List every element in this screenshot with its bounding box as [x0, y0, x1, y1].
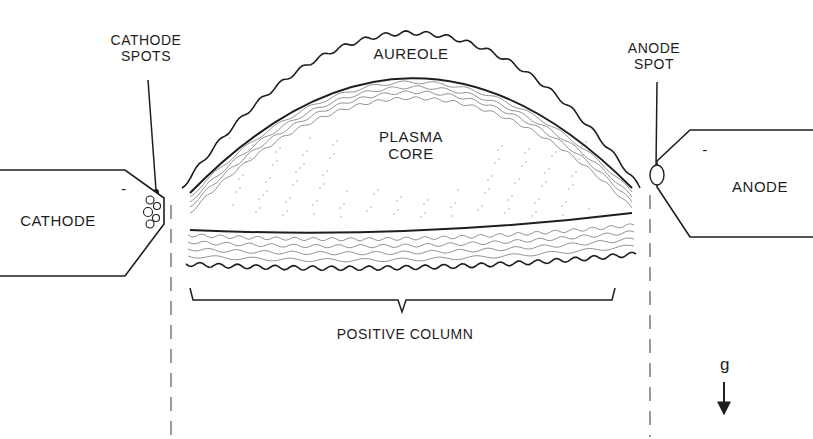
cathode-spot — [154, 203, 161, 210]
cathode-spot — [153, 215, 160, 222]
diagram-node: AUREOLE PLASMA CORE — [180, 28, 642, 278]
diagram-node: PLASMA CORE — [190, 78, 632, 238]
column-bracket — [190, 288, 615, 312]
cathode-spot — [146, 196, 154, 204]
gravity-arrow — [723, 382, 725, 414]
node-text: AUREOLE — [355, 45, 467, 62]
region-label: POSITIVE COLUMN — [290, 326, 520, 342]
leader-line — [656, 82, 657, 168]
anode-outline — [657, 130, 813, 237]
node-text: PLASMA CORE — [355, 128, 467, 163]
vector-label: g — [711, 355, 739, 375]
node-text: ANODE — [715, 178, 805, 195]
cathode-outline — [0, 170, 164, 276]
core-boundary — [190, 78, 632, 193]
callout-label: CATHODE SPOTS — [100, 32, 192, 64]
core-boundary — [190, 213, 632, 233]
callout-label: ANODE SPOT — [622, 40, 686, 72]
aureole-band — [182, 31, 640, 271]
anode-spot — [650, 165, 664, 185]
node-text: - — [112, 180, 136, 197]
cathode-spot — [146, 220, 154, 228]
node-text: CATHODE — [8, 212, 108, 229]
anode-boundary — [650, 195, 651, 437]
cathode-boundary — [171, 205, 172, 437]
leader-line — [148, 80, 156, 190]
diagram-node: -CATHODE — [0, 160, 170, 282]
diagram-node: - ANODE — [645, 125, 813, 243]
cathode-spot — [144, 208, 153, 217]
node-text: - — [693, 141, 717, 158]
